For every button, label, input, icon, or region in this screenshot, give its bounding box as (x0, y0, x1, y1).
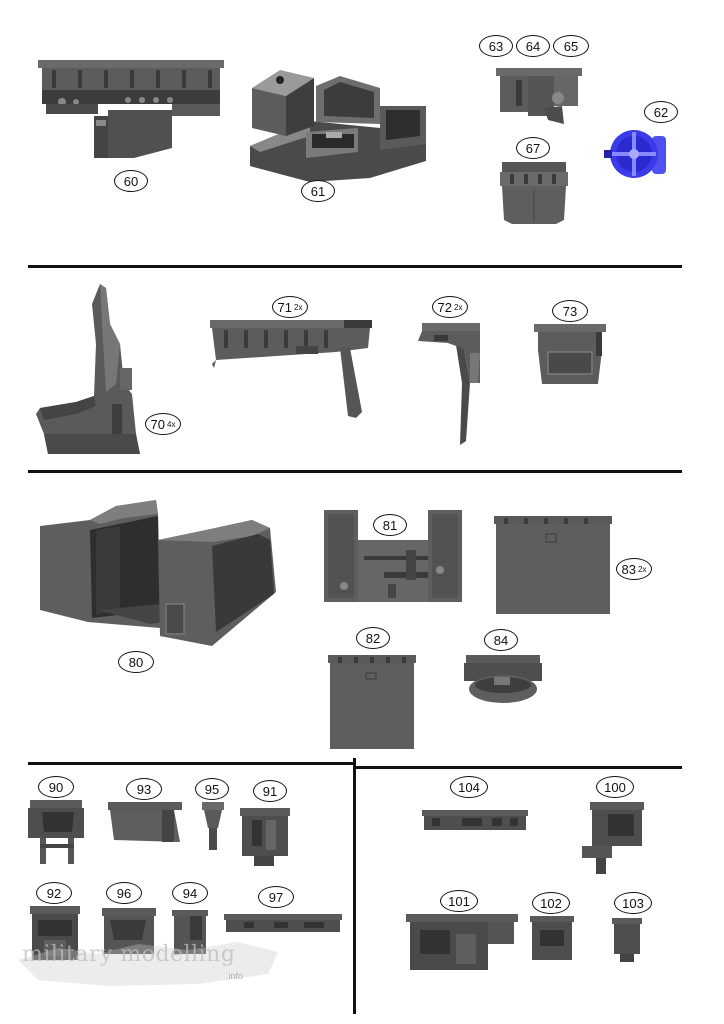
part-96-label: 96 (106, 882, 142, 904)
part-102-label: 102 (532, 892, 570, 914)
part-100-drawing (582, 802, 644, 874)
part-73-number: 73 (562, 303, 578, 319)
part-104-label: 104 (450, 776, 488, 798)
part-102-drawing (530, 916, 574, 960)
part-60-number: 60 (123, 173, 139, 189)
part-72-quantity: 2x (454, 302, 463, 312)
part-92-label: 92 (36, 882, 72, 904)
part-61-label: 61 (301, 180, 335, 202)
part-64-label: 64 (516, 35, 550, 57)
part-90-drawing (28, 800, 84, 864)
part-80-number: 80 (128, 654, 144, 670)
part-101-drawing (406, 914, 518, 970)
part-84-drawing (464, 655, 542, 705)
part-84-label: 84 (484, 629, 518, 651)
part-67-drawing (500, 162, 568, 224)
part-93-drawing (108, 802, 182, 842)
part-103-label: 103 (614, 892, 652, 914)
part-94-label: 94 (172, 882, 208, 904)
part-97-label: 97 (258, 886, 294, 908)
part-67-number: 67 (525, 140, 541, 156)
section-divider-2 (28, 470, 682, 473)
part-73-label: 73 (552, 300, 588, 322)
part-90-number: 90 (48, 779, 64, 795)
watermark-text: military modelling (22, 942, 236, 967)
watermark-logo (18, 930, 288, 990)
part-80-drawing (40, 500, 276, 648)
part-63-number: 63 (488, 38, 504, 54)
part-80-label: 80 (118, 651, 154, 673)
part-100-label: 100 (596, 776, 634, 798)
part-90-label: 90 (38, 776, 74, 798)
part-100-number: 100 (604, 779, 626, 795)
part-101-label: 101 (440, 890, 478, 912)
part-71-drawing (210, 320, 372, 420)
part-81-label: 81 (373, 514, 407, 536)
part-96-drawing (102, 908, 156, 954)
part-93-number: 93 (136, 781, 152, 797)
part-63-65-drawing (496, 68, 582, 124)
part-82-drawing (328, 655, 416, 749)
part-97-drawing (224, 914, 342, 934)
part-61-drawing (250, 66, 426, 182)
part-81-drawing (324, 510, 462, 602)
part-92-drawing (30, 906, 80, 960)
part-60-label: 60 (114, 170, 148, 192)
part-72-drawing (418, 323, 484, 445)
part-63-label: 63 (479, 35, 513, 57)
part-65-number: 65 (563, 38, 579, 54)
part-62-number: 62 (653, 104, 669, 120)
part-91-label: 91 (253, 780, 287, 802)
part-94-number: 94 (182, 885, 198, 901)
part-95-drawing (202, 802, 224, 850)
part-104-drawing (422, 810, 528, 834)
part-61-number: 61 (310, 183, 326, 199)
watermark-subtext: .info (226, 971, 244, 981)
part-70-drawing (36, 284, 142, 454)
part-96-number: 96 (116, 885, 132, 901)
part-60-drawing (38, 60, 224, 160)
part-70-quantity: 4x (167, 419, 176, 429)
part-93-label: 93 (126, 778, 162, 800)
section-divider-1 (28, 265, 682, 268)
part-82-number: 82 (365, 630, 381, 646)
part-71-number: 71 (277, 299, 292, 315)
part-91-number: 91 (262, 783, 278, 799)
section-divider-3-left (28, 762, 354, 765)
part-104-number: 104 (458, 779, 480, 795)
part-64-number: 64 (525, 38, 541, 54)
part-70-number: 70 (150, 416, 165, 432)
part-103-number: 103 (622, 895, 644, 911)
part-72-number: 72 (437, 299, 452, 315)
part-82-label: 82 (356, 627, 390, 649)
part-62-drawing (604, 128, 668, 180)
part-94-drawing (172, 910, 208, 954)
part-83-quantity: 2x (638, 564, 647, 574)
part-95-number: 95 (204, 781, 220, 797)
part-101-number: 101 (448, 893, 470, 909)
part-97-number: 97 (268, 889, 284, 905)
part-95-label: 95 (195, 778, 229, 800)
part-71-quantity: 2x (294, 302, 303, 312)
part-83-number: 83 (621, 561, 636, 577)
section-divider-vertical (353, 758, 356, 1014)
part-83-drawing (494, 516, 612, 614)
part-91-drawing (240, 808, 290, 866)
part-102-number: 102 (540, 895, 562, 911)
part-92-number: 92 (46, 885, 62, 901)
part-81-number: 81 (382, 517, 398, 533)
part-65-label: 65 (553, 35, 589, 57)
part-73-drawing (534, 324, 606, 386)
section-divider-3-right (356, 766, 682, 769)
part-103-drawing (612, 918, 642, 962)
part-84-number: 84 (493, 632, 509, 648)
part-62-label: 62 (644, 101, 678, 123)
part-67-label: 67 (516, 137, 550, 159)
